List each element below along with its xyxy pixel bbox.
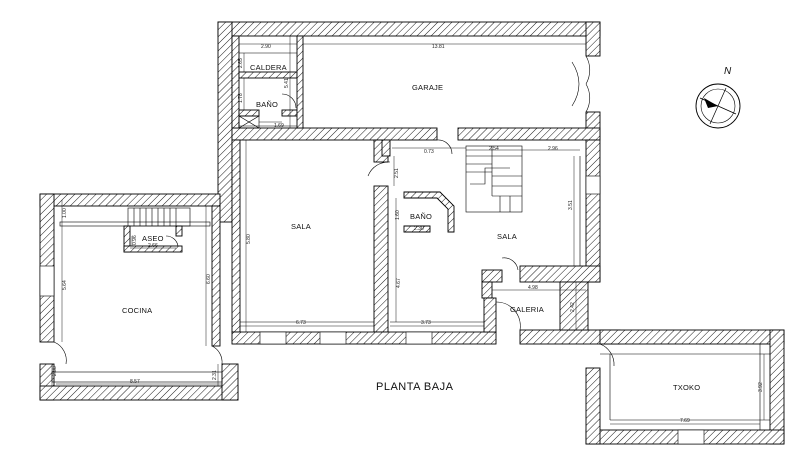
dim-bano-mid-width: 2.30 (414, 226, 424, 232)
north-arrow-icon: N (695, 66, 741, 129)
dim-aseo-width: 2.66 (148, 243, 158, 249)
dim-caldera-width: 2.90 (261, 44, 271, 50)
dim-bano-height: 1.78 (238, 93, 244, 103)
dim-cocina-width: 8.57 (130, 379, 140, 385)
north-label: N (724, 66, 732, 77)
dim-step: 2.31 (212, 370, 218, 380)
dim-cocina-top: 1.00 (62, 208, 68, 218)
room-label-galeria: GALERIA (510, 305, 544, 314)
dim-sala-right-width: 3.73 (421, 320, 431, 326)
room-label-caldera: CALDERA (250, 63, 287, 72)
dim-aseo-height: 0.96 (132, 235, 138, 245)
dim-garaje-height: 5.41 (284, 78, 290, 88)
dim-bano-width: 1.69 (274, 123, 284, 129)
dim-galeria-height: 2.42 (570, 302, 576, 312)
dimension-labels: 2.90 13.81 2.65 1.78 5.41 1.69 0.73 2.54… (52, 44, 764, 424)
plan-title: PLANTA BAJA (376, 381, 454, 393)
walls (39, 21, 785, 445)
room-label-aseo: ASEO (142, 234, 164, 243)
dim-stair-width-1: 2.54 (489, 146, 499, 152)
dim-cocina-height: 5.64 (62, 280, 68, 290)
dim-door-width: 0.73 (424, 149, 434, 155)
dimension-lines (51, 36, 765, 425)
dim-stair-width-2: 2.96 (548, 146, 558, 152)
dim-sala-left-height: 5.80 (246, 234, 252, 244)
dim-txoko-width: 7.69 (680, 418, 690, 424)
room-label-txoko: TXOKO (673, 383, 700, 392)
room-label-cocina: COCINA (122, 306, 152, 315)
dim-sala-right-h1: 2.51 (394, 168, 400, 178)
bano-mid-walls (403, 191, 455, 233)
dim-garaje-width: 13.81 (432, 44, 445, 50)
dim-cocina-left-height: 2.38 (52, 366, 58, 376)
dim-cocina-width-2: 6.60 (206, 274, 212, 284)
dim-caldera-height: 2.65 (238, 58, 244, 68)
dim-bano-mid-height: 1.60 (395, 210, 401, 220)
staircase-cocina (127, 207, 191, 227)
room-label-bano-mid: BAÑO (410, 212, 432, 221)
room-label-sala-right: SALA (497, 232, 517, 241)
room-labels: CALDERA BAÑO GARAJE SALA BAÑO SALA ASEO … (122, 63, 700, 392)
dim-sala-right-h2: 3.51 (568, 200, 574, 210)
dim-galeria-width: 4.98 (528, 285, 538, 291)
room-label-garaje: GARAJE (412, 83, 443, 92)
dim-sala-left-width: 6.73 (296, 320, 306, 326)
doors (53, 55, 615, 367)
staircase-main (465, 145, 523, 213)
dim-sala-right-h3: 4.67 (396, 278, 402, 288)
room-label-sala-left: SALA (291, 222, 311, 231)
room-label-bano: BAÑO (256, 100, 278, 109)
dim-txoko-height: 3.92 (758, 382, 764, 392)
windows (39, 175, 705, 445)
